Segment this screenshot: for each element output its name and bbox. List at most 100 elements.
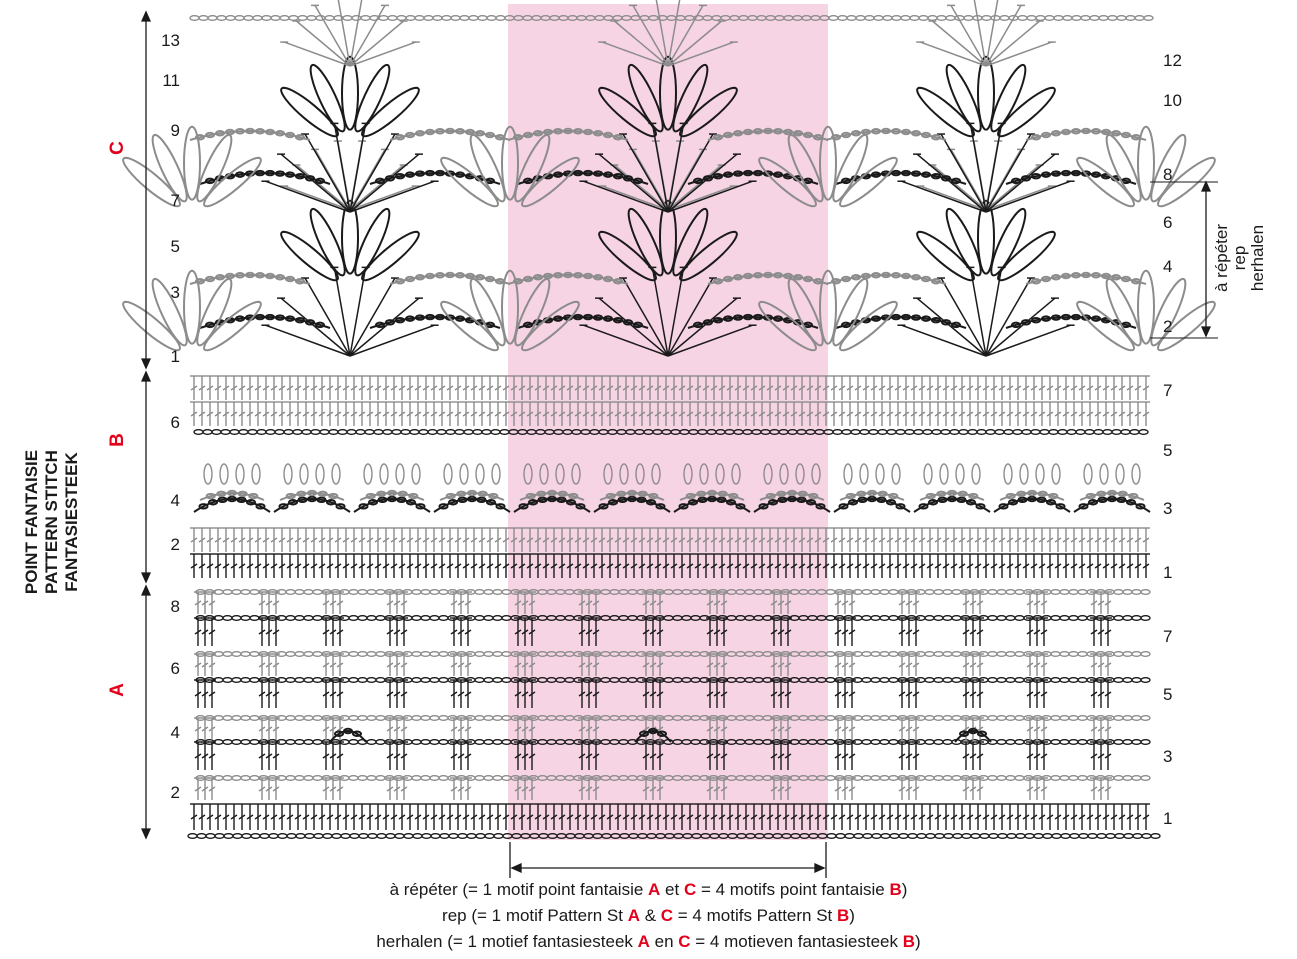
petal-fan <box>276 201 423 286</box>
treble-stitch <box>1070 528 1078 552</box>
treble-stitch <box>222 528 230 552</box>
treble-stitch <box>918 376 926 400</box>
treble-stitch <box>366 376 374 400</box>
treble-stitch <box>302 554 310 578</box>
treble-stitch <box>1094 402 1102 426</box>
treble-stitch <box>454 528 462 552</box>
treble-stitch <box>905 778 913 800</box>
treble-stitch <box>334 554 342 578</box>
repeat-label-nl: herhalen <box>1249 224 1267 292</box>
treble-stitch <box>1014 402 1022 426</box>
treble-stitch <box>406 376 414 400</box>
treble-stitch <box>494 554 502 578</box>
treble-stitch <box>470 376 478 400</box>
treble-stitch <box>374 402 382 426</box>
treble-stitch <box>214 554 222 578</box>
treble-stitch <box>393 680 401 708</box>
treble-stitch <box>294 376 302 400</box>
treble-stitch <box>976 654 984 676</box>
treble-stitch <box>1094 554 1102 578</box>
row-number-right: 1 <box>1163 809 1172 828</box>
treble-stitch <box>1104 718 1112 740</box>
chain-arc <box>354 497 430 512</box>
caption-letter-a: A <box>628 906 640 925</box>
treble-stitch <box>446 554 454 578</box>
treble-stitch <box>1022 528 1030 552</box>
treble-stitch <box>1094 804 1102 830</box>
repeat-label: à répéter rep herhalen <box>1213 224 1267 292</box>
treble-stitch <box>834 618 842 646</box>
treble-stitch <box>254 376 262 400</box>
treble-stitch <box>982 376 990 400</box>
treble-stitch <box>918 804 926 830</box>
caption-letter-b: B <box>903 932 915 951</box>
treble-stitch <box>834 742 842 770</box>
treble-stitch <box>201 618 209 646</box>
treble-stitch <box>1062 528 1070 552</box>
treble-stitch <box>862 554 870 578</box>
treble-stitch <box>976 618 984 646</box>
treble-stitch <box>454 804 462 830</box>
treble-stitch <box>462 804 470 830</box>
treble-stitch <box>422 528 430 552</box>
treble-stitch <box>382 554 390 578</box>
treble-stitch <box>438 554 446 578</box>
treble-stitch <box>894 528 902 552</box>
treble-stitch <box>1054 804 1062 830</box>
repeat-width-arrow <box>510 842 826 878</box>
treble-stitch <box>1110 554 1118 578</box>
treble-stitch <box>454 554 462 578</box>
treble-stitch <box>457 742 465 770</box>
treble-stitch <box>1062 402 1070 426</box>
caption-text: = 4 motifs Pattern St <box>673 906 837 925</box>
treble-stitch <box>386 718 394 740</box>
treble-stitch <box>206 376 214 400</box>
treble-stitch <box>905 718 913 740</box>
treble-stitch <box>350 554 358 578</box>
treble-stitch <box>1070 402 1078 426</box>
treble-stitch <box>254 554 262 578</box>
treble-stitch <box>870 804 878 830</box>
treble-stitch <box>886 402 894 426</box>
treble-stitch <box>830 804 838 830</box>
treble-stitch <box>462 554 470 578</box>
treble-stitch <box>958 804 966 830</box>
treble-stitch <box>329 742 337 770</box>
treble-stitch <box>222 402 230 426</box>
treble-stitch <box>286 402 294 426</box>
caption-letter-c: C <box>684 880 696 899</box>
treble-stitch <box>862 804 870 830</box>
treble-stitch <box>1102 528 1110 552</box>
treble-stitch <box>848 654 856 676</box>
row-number-left: 13 <box>161 31 180 50</box>
treble-stitch <box>406 402 414 426</box>
treble-stitch <box>841 618 849 646</box>
treble-stitch <box>422 376 430 400</box>
row-number-left: 9 <box>171 121 180 140</box>
treble-stitch <box>854 554 862 578</box>
treble-stitch <box>902 804 910 830</box>
treble-stitch <box>230 528 238 552</box>
treble-stitch <box>1102 376 1110 400</box>
treble-stitch <box>838 554 846 578</box>
treble-stitch <box>1006 402 1014 426</box>
treble-stitch <box>358 402 366 426</box>
treble-stitch <box>190 376 198 400</box>
treble-stitch <box>318 804 326 830</box>
treble-stitch <box>464 718 472 740</box>
treble-stitch <box>390 554 398 578</box>
treble-stitch <box>350 402 358 426</box>
treble-stitch <box>446 402 454 426</box>
treble-stitch <box>1142 402 1150 426</box>
treble-stitch <box>457 778 465 800</box>
treble-stitch <box>1070 554 1078 578</box>
treble-stitch <box>272 742 280 770</box>
chain-arc <box>390 129 510 140</box>
caption-nl: herhalen (= 1 motief fantasiesteek A en … <box>0 932 1297 952</box>
treble-stitch <box>422 554 430 578</box>
treble-stitch <box>329 654 337 676</box>
treble-stitch <box>1090 654 1098 676</box>
repeat-rows-arrow <box>1202 182 1210 336</box>
treble-stitch <box>478 804 486 830</box>
treble-stitch <box>336 618 344 646</box>
